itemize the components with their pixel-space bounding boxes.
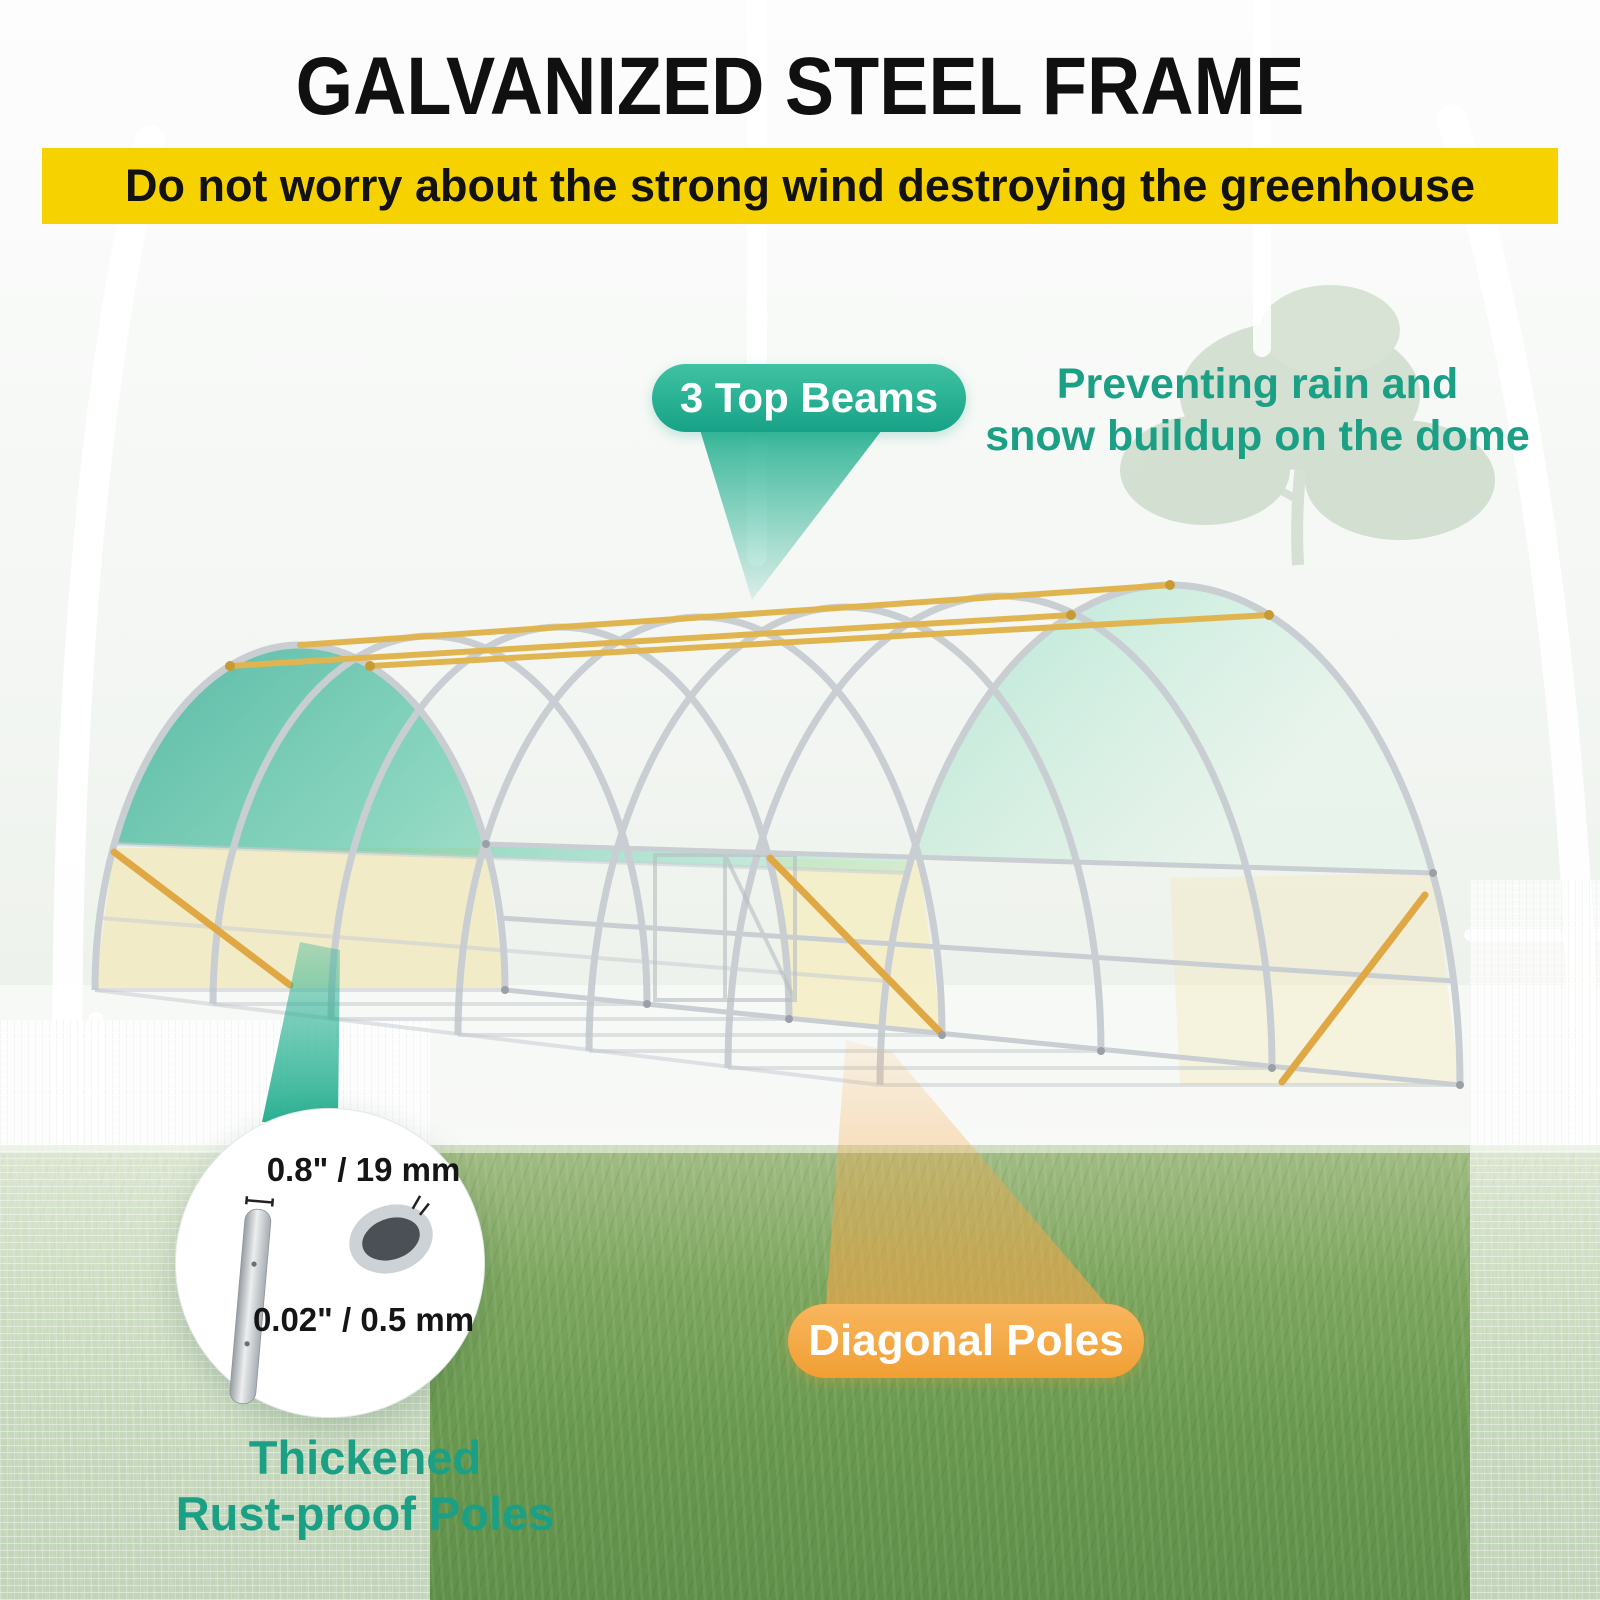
interior-door	[653, 853, 797, 1002]
pole-detail-callout: 0.8" / 19 mm 0.02" / 0.5 mm	[175, 1108, 485, 1418]
diagonal-poles-label: Diagonal Poles	[788, 1304, 1144, 1378]
pole-diameter-label: 0.8" / 19 mm	[266, 1151, 461, 1188]
diagonal-pole-left	[110, 848, 294, 989]
mesh-wall-right	[1470, 880, 1600, 1600]
thickness-measure-mark	[411, 1195, 430, 1216]
wall-thickness-label: 0.02" / 0.5 mm	[252, 1301, 475, 1338]
pole-joint	[746, 307, 768, 329]
pole-detail-graphics	[229, 1195, 433, 1405]
top-beams	[227, 582, 1272, 669]
dome-note: Preventing rain and snow buildup on the …	[985, 358, 1530, 462]
pole-caption-line1: Thickened	[248, 1431, 482, 1484]
page-title: GALVANIZED STEEL FRAME	[295, 41, 1305, 132]
diameter-measure-mark	[244, 1196, 275, 1207]
dome-note-line2: snow buildup on the dome	[985, 412, 1530, 460]
greenhouse-cover	[114, 583, 1433, 873]
top-beams-label: 3 Top Beams	[652, 364, 966, 432]
dome-note-line1: Preventing rain and	[1056, 360, 1459, 408]
banner-strip: Do not worry about the strong wind destr…	[42, 148, 1558, 224]
pole-caption: Thickened Rust-proof Poles	[130, 1430, 600, 1542]
tube-cross-section-graphic	[349, 1195, 433, 1274]
top-beam-caps	[225, 580, 1274, 671]
pole-caption-line2: Rust-proof Poles	[175, 1487, 555, 1540]
top-beams-pointer	[700, 430, 882, 600]
steel-pole-graphic	[229, 1196, 275, 1405]
